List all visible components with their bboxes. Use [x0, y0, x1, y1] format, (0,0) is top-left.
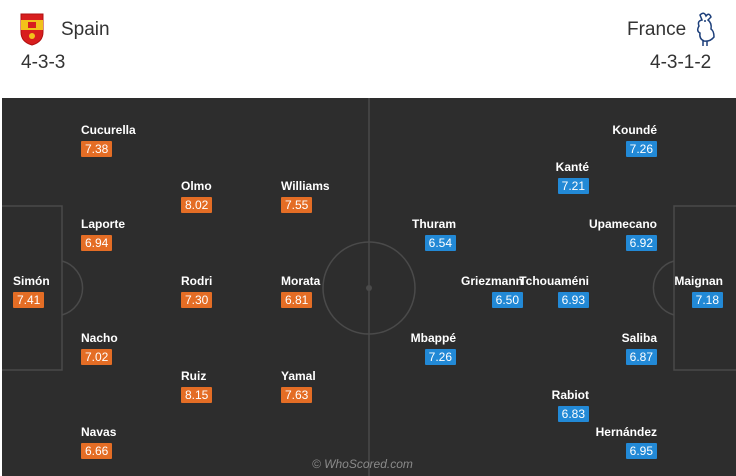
- player-card[interactable]: Maignan 7.18: [633, 274, 723, 309]
- player-name: Koundé: [612, 123, 657, 137]
- france-rooster-icon: [696, 12, 715, 46]
- player-rating: 7.26: [625, 141, 657, 157]
- player-card[interactable]: Thuram 6.54: [366, 217, 456, 252]
- player-rating: 6.66: [81, 443, 113, 459]
- player-name: Williams: [281, 179, 330, 193]
- player-rating: 6.81: [281, 292, 313, 308]
- home-team-name: Spain: [61, 19, 110, 40]
- player-rating: 7.26: [424, 349, 456, 365]
- player-name: Ruiz: [181, 369, 207, 383]
- player-card[interactable]: Olmo 8.02: [181, 179, 271, 214]
- player-card[interactable]: Koundé 7.26: [567, 123, 657, 158]
- player-rating: 6.54: [424, 235, 456, 251]
- player-card[interactable]: Ruiz 8.15: [181, 369, 271, 404]
- player-card[interactable]: Upamecano 6.92: [567, 217, 657, 252]
- player-name: Olmo: [181, 179, 212, 193]
- player-card[interactable]: Tchouaméni 6.93: [499, 274, 589, 309]
- player-name: Thuram: [411, 217, 456, 231]
- pitch-markings: [2, 98, 736, 476]
- player-rating: 6.93: [557, 292, 589, 308]
- player-card[interactable]: Kanté 7.21: [499, 160, 589, 195]
- player-card[interactable]: Saliba 6.87: [567, 331, 657, 366]
- player-name: Simón: [13, 274, 50, 288]
- watermark: © WhoScored.com: [312, 457, 413, 471]
- player-card[interactable]: Rodri 7.30: [181, 274, 271, 309]
- player-rating: 7.63: [281, 387, 313, 403]
- player-rating: 7.55: [281, 197, 313, 213]
- player-name: Upamecano: [588, 217, 657, 231]
- player-name: Maignan: [674, 274, 723, 288]
- player-rating: 6.50: [491, 292, 523, 308]
- player-name: Yamal: [281, 369, 316, 383]
- away-team-name: France: [627, 19, 687, 40]
- player-name: Hernández: [595, 425, 657, 439]
- player-card[interactable]: Mbappé 7.26: [366, 331, 456, 366]
- player-card[interactable]: Hernández 6.95: [567, 425, 657, 460]
- player-name: Mbappé: [410, 331, 456, 345]
- player-rating: 6.94: [81, 235, 113, 251]
- player-rating: 7.41: [13, 292, 45, 308]
- player-name: Rabiot: [551, 388, 589, 402]
- player-card[interactable]: Williams 7.55: [281, 179, 371, 214]
- player-card[interactable]: Cucurella 7.38: [81, 123, 171, 158]
- player-rating: 7.38: [81, 141, 113, 157]
- player-rating: 7.02: [81, 349, 113, 365]
- player-rating: 6.87: [625, 349, 657, 365]
- player-name: Saliba: [621, 331, 657, 345]
- player-card[interactable]: Rabiot 6.83: [499, 388, 589, 423]
- player-rating: 7.21: [557, 178, 589, 194]
- player-card[interactable]: Griezmann 6.50: [433, 274, 523, 309]
- player-name: Tchouaméni: [519, 274, 589, 288]
- player-rating: 6.95: [625, 443, 657, 459]
- player-card[interactable]: Yamal 7.63: [281, 369, 371, 404]
- player-name: Cucurella: [81, 123, 136, 137]
- player-rating: 6.83: [557, 406, 589, 422]
- player-name: Kanté: [555, 160, 589, 174]
- home-formation: 4-3-3: [21, 52, 66, 73]
- pitch: Cucurella 7.38 Olmo 8.02 Williams 7.55 L…: [2, 98, 736, 476]
- player-rating: 8.02: [181, 197, 213, 213]
- spain-crest-icon: [20, 13, 44, 46]
- player-card[interactable]: Morata 6.81: [281, 274, 371, 309]
- player-name: Navas: [81, 425, 117, 439]
- player-rating: 7.30: [181, 292, 213, 308]
- player-name: Laporte: [81, 217, 126, 231]
- player-rating: 7.18: [691, 292, 723, 308]
- player-rating: 8.15: [181, 387, 213, 403]
- player-card[interactable]: Laporte 6.94: [81, 217, 171, 252]
- player-name: Griezmann: [460, 274, 523, 288]
- player-card[interactable]: Navas 6.66: [81, 425, 171, 460]
- player-name: Rodri: [181, 274, 213, 288]
- player-rating: 6.92: [625, 235, 657, 251]
- player-card[interactable]: Simón 7.41: [13, 274, 103, 309]
- player-name: Nacho: [81, 331, 118, 345]
- match-header: Spain 4-3-3 France 4-3-1-2: [0, 0, 736, 96]
- player-name: Morata: [281, 274, 321, 288]
- player-card[interactable]: Nacho 7.02: [81, 331, 171, 366]
- away-formation: 4-3-1-2: [650, 52, 712, 73]
